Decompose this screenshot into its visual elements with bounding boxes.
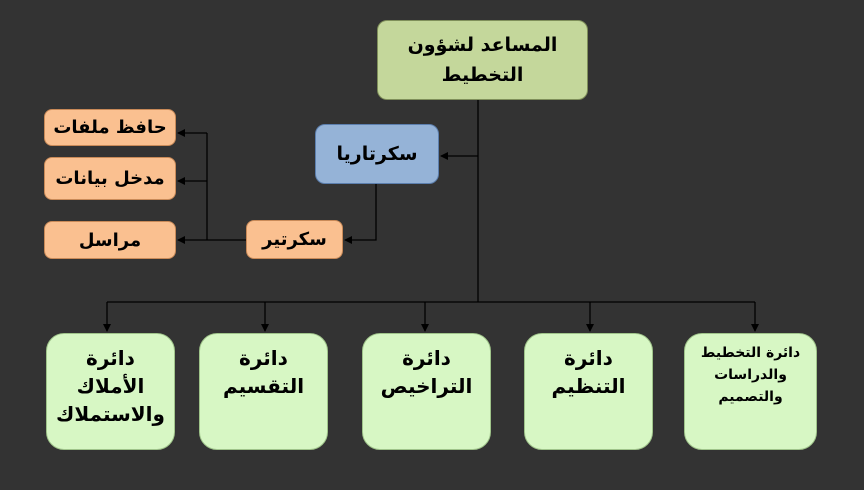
node-dept-properties-label: دائرة الأملاك والاستملاك bbox=[56, 346, 165, 426]
node-secretary: سكرتير bbox=[246, 220, 343, 259]
node-dept-planning: دائرة التخطيط والدراسات والتصميم bbox=[684, 333, 817, 450]
node-dept-licenses: دائرة التراخيص bbox=[362, 333, 491, 450]
node-dept-planning-label: دائرة التخطيط والدراسات والتصميم bbox=[700, 345, 801, 405]
node-assistant-label: المساعد لشؤون التخطيط bbox=[407, 34, 558, 86]
node-courier: مراسل bbox=[44, 221, 176, 259]
node-secretary-label: سكرتير bbox=[262, 229, 327, 250]
node-secretariat: سكرتاريا bbox=[315, 124, 439, 184]
node-secretariat-label: سكرتاريا bbox=[336, 143, 418, 165]
node-dept-properties: دائرة الأملاك والاستملاك bbox=[46, 333, 175, 450]
node-file-keeper-label: حافظ ملفات bbox=[53, 117, 167, 138]
node-courier-label: مراسل bbox=[78, 229, 142, 251]
node-data-entry-label: مدخل بيانات bbox=[55, 168, 165, 189]
node-dept-organization: دائرة التنظيم bbox=[524, 333, 653, 450]
node-assistant: المساعد لشؤون التخطيط bbox=[377, 20, 588, 100]
node-dept-subdivision: دائرة التقسيم bbox=[199, 333, 328, 450]
node-dept-licenses-label: دائرة التراخيص bbox=[380, 346, 473, 398]
node-data-entry: مدخل بيانات bbox=[44, 157, 176, 200]
node-dept-subdivision-label: دائرة التقسيم bbox=[222, 346, 305, 398]
to-secretary-line bbox=[344, 184, 377, 244]
node-file-keeper: حافظ ملفات bbox=[44, 109, 176, 146]
node-dept-organization-label: دائرة التنظيم bbox=[551, 346, 626, 398]
